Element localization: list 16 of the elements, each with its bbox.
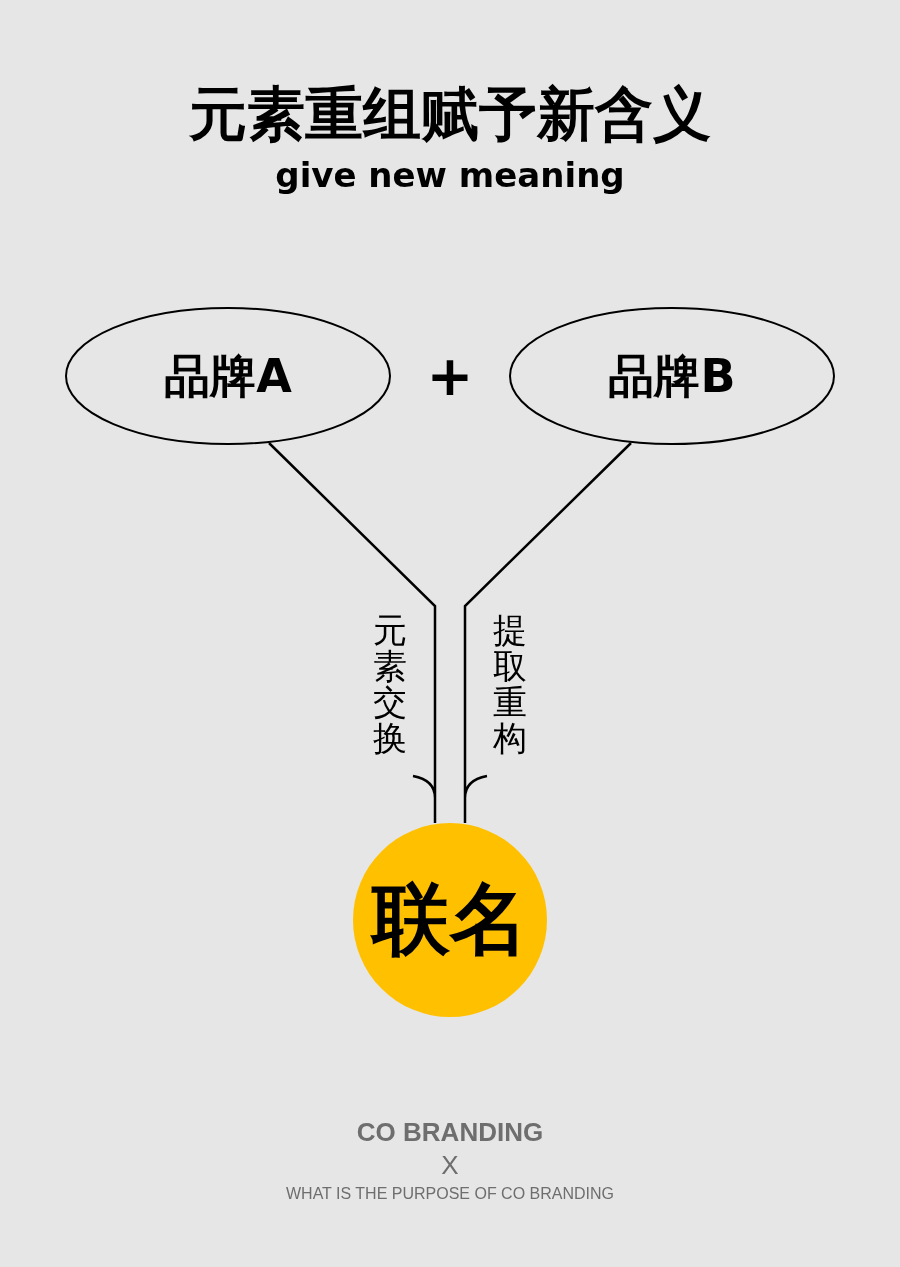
node-label: 品牌B — [608, 350, 736, 402]
ellipse-node — [65, 307, 391, 445]
edge-label: 提取重构 — [492, 612, 528, 756]
subtitle: give new meaning — [275, 154, 625, 196]
node-label: 联名 — [372, 877, 528, 963]
circle-node — [352, 822, 548, 1018]
ellipse-node — [509, 307, 835, 445]
node-label: 品牌A — [164, 350, 292, 402]
title: 元素重组赋予新含义 — [189, 79, 711, 150]
connector-line — [267, 441, 437, 825]
connector-line — [463, 441, 633, 825]
footer-separator: X — [441, 1150, 459, 1180]
footer-subtitle: WHAT IS THE PURPOSE OF CO BRANDING — [286, 1184, 614, 1204]
plus-sign: + — [425, 344, 475, 408]
footer-heading: CO BRANDING — [356, 1116, 544, 1148]
edge-label: 元素交换 — [372, 612, 408, 756]
